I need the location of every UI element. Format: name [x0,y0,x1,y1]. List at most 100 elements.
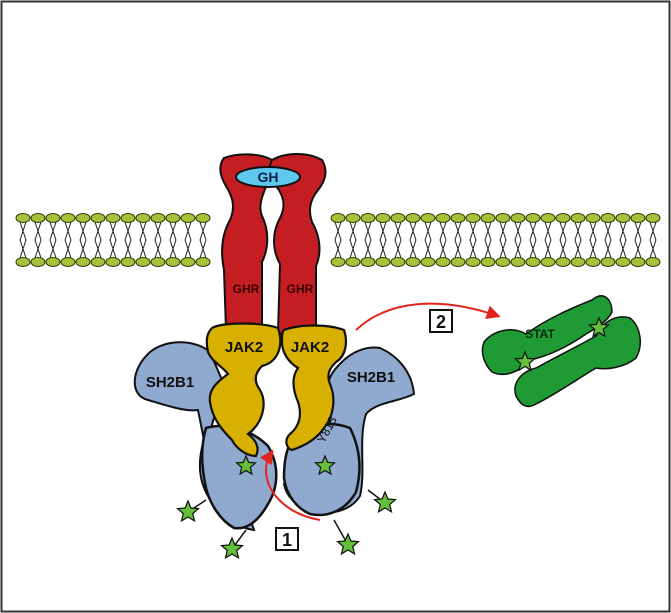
lipid-head [361,214,375,223]
lipid-head [541,214,555,223]
lipid-head [196,214,210,223]
lipid-head [646,214,660,223]
lipid-head [586,214,600,223]
lipid-tail [380,222,386,258]
lipid-head [391,214,405,223]
lipid-tail [425,222,431,258]
lipid-tail [170,222,176,258]
lipid-tail [440,222,446,258]
lipid-head [46,214,60,223]
lipid-head [106,258,120,267]
ghr-right-label: GHR [287,282,314,296]
lipid-tail [335,222,341,258]
lipid-head [76,258,90,267]
phospho-star-sh2b1-left [178,501,199,521]
phospho-star-sh2b1-left-lower [222,538,243,558]
lipid-head [16,258,30,267]
lipid-head [196,258,210,267]
lipid-tail [140,222,146,258]
lipid-tail [575,222,581,258]
lipid-tail [110,222,116,258]
lipid-tail [500,222,506,258]
lipid-tail [620,222,626,258]
lipid-head [511,214,525,223]
lipid-tail [65,222,71,258]
lipid-tail [605,222,611,258]
lipid-head [616,214,630,223]
lipid-head [16,214,30,223]
lipid-head [466,214,480,223]
lipid-tail [20,222,26,258]
lipid-head [451,258,465,267]
lipid-head [121,258,135,267]
step2-arrow [356,304,498,330]
lipid-tail [350,222,356,258]
lipid-tail [560,222,566,258]
lipid-head [526,214,540,223]
lipid-head [61,258,75,267]
lipid-head [631,214,645,223]
lipid-head [601,258,615,267]
lipid-tail [50,222,56,258]
lipid-head [511,258,525,267]
lipid-head [406,214,420,223]
lipid-tail [635,222,641,258]
lipid-head [376,214,390,223]
gh-label: GH [258,169,279,185]
lipid-tail [365,222,371,258]
lipid-head [586,258,600,267]
lipid-head [166,258,180,267]
sh2b1-left-label: SH2B1 [146,374,194,391]
lipid-tail [515,222,521,258]
lipid-head [481,258,495,267]
lipid-head [571,258,585,267]
lipid-head [166,214,180,223]
lipid-tail [125,222,131,258]
lipid-head [331,214,345,223]
lipid-tail [530,222,536,258]
lipid-head [481,214,495,223]
lipid-tail [95,222,101,258]
lipid-head [121,214,135,223]
lipid-head [436,214,450,223]
lipid-tail [200,222,206,258]
sh2b1-right-label: SH2B1 [347,369,395,386]
lipid-tail [545,222,551,258]
lipid-head [421,258,435,267]
step2-label: 2 [436,312,446,332]
lipid-head [421,214,435,223]
lipid-head [616,258,630,267]
jak2-left-label: JAK2 [225,339,263,356]
lipid-head [376,258,390,267]
lipid-head [466,258,480,267]
lipid-head [331,258,345,267]
lipid-head [151,258,165,267]
lipid-head [556,214,570,223]
ghr-left-label: GHR [233,282,260,296]
lipid-head [496,258,510,267]
lipid-head [571,214,585,223]
lipid-tail [485,222,491,258]
lipid-head [91,258,105,267]
lipid-head [556,258,570,267]
stat-label: STAT [525,327,555,341]
lipid-head [526,258,540,267]
lipid-head [451,214,465,223]
lipid-head [61,214,75,223]
lipid-head [181,258,195,267]
lipid-tail [650,222,656,258]
step1-label: 1 [282,530,292,550]
lipid-head [31,258,45,267]
lipid-head [151,214,165,223]
lipid-head [496,214,510,223]
lipid-tail [470,222,476,258]
lipid-tail [590,222,596,258]
lipid-head [361,258,375,267]
lipid-tail [80,222,86,258]
lipid-head [31,214,45,223]
lipid-head [181,214,195,223]
lipid-head [541,258,555,267]
lipid-head [391,258,405,267]
lipid-tail [35,222,41,258]
